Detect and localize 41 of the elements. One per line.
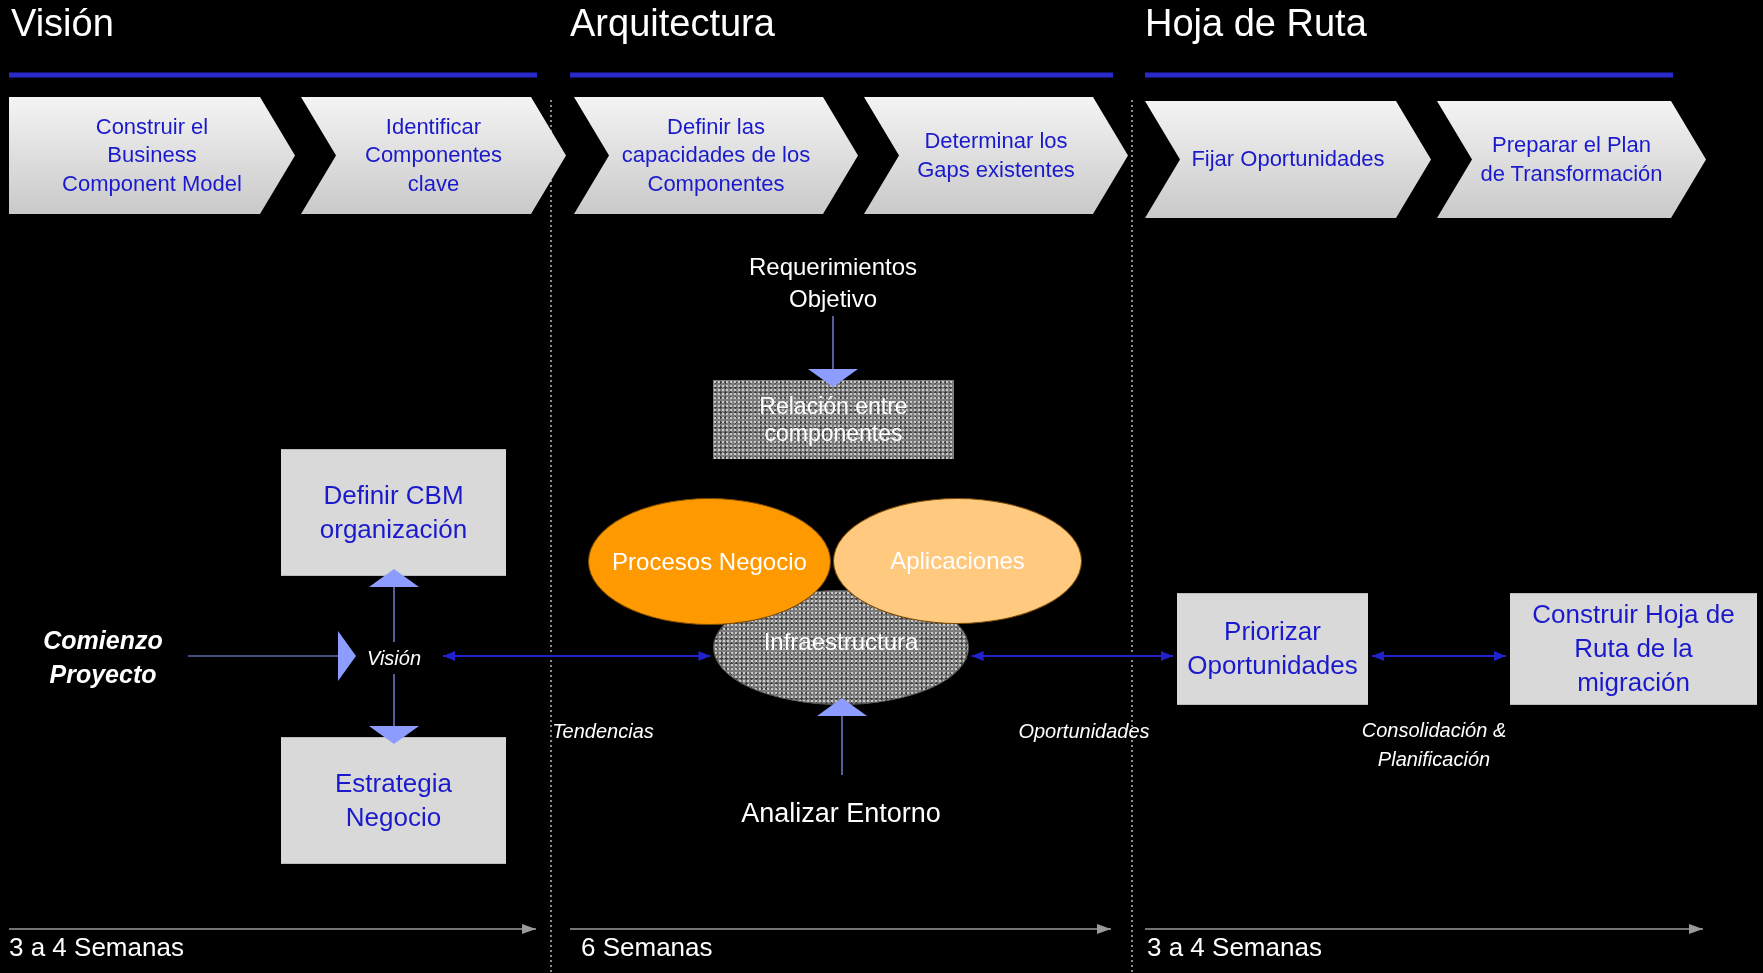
box-label: Estrategia Negocio (333, 766, 454, 834)
ellipse-label: Procesos Negocio (612, 546, 807, 577)
ellipse-label: Infraestructura (763, 626, 919, 657)
triangle-arrow (369, 673, 419, 744)
phase-title: Hoja de Ruta (1145, 2, 1367, 45)
phase-note: Visión (349, 642, 439, 674)
step-label: Definir las capacidades de los Componentes (620, 112, 812, 198)
duration-label: 6 Semanas (581, 932, 713, 963)
process-box (1177, 593, 1368, 705)
phase-title: Arquitectura (570, 2, 775, 45)
triangle-arrow (187, 631, 356, 681)
process-step-banner (9, 97, 295, 214)
process-box (281, 449, 506, 576)
triangle-arrow (369, 569, 419, 643)
double-arrow (970, 651, 1174, 661)
triangle-arrow (808, 315, 858, 387)
process-box (281, 737, 506, 864)
step-label: Determinar los Gaps existentes (916, 126, 1076, 184)
edge-label: Consolidación & Planificación (1360, 718, 1508, 772)
textured-box (713, 380, 954, 459)
double-arrow (442, 651, 712, 661)
box-label: Construir Hoja de Ruta de la migración (1531, 598, 1736, 699)
box-label: Priorizar Oportunidades (1186, 615, 1359, 682)
box-label: Relación entre componentes (758, 392, 909, 447)
step-label: Preparar el Plan de Transformación (1479, 130, 1664, 188)
duration-label: 3 a 4 Semanas (9, 932, 184, 963)
ellipse-label: Aplicaciones (890, 546, 1025, 577)
edge-label: Tendencias (551, 719, 655, 744)
step-label: Fijar Oportunidades (1191, 145, 1385, 174)
duration-label: 3 a 4 Semanas (1147, 932, 1322, 963)
double-arrow (1371, 651, 1507, 661)
triangle-arrow (817, 698, 867, 776)
phase-title: Visión (11, 2, 114, 45)
input-note: Requerimientos Objetivo (712, 250, 954, 316)
start-label: Comienzo Proyecto (18, 622, 188, 694)
step-label: Construir el Business Component Model (61, 112, 243, 198)
input-note: Analizar Entorno (741, 775, 941, 851)
box-label: Definir CBM organización (318, 478, 469, 546)
edge-label: Oportunidades (1017, 719, 1151, 744)
process-box (1510, 593, 1757, 705)
step-label: Identificar Componentes clave (364, 112, 503, 198)
